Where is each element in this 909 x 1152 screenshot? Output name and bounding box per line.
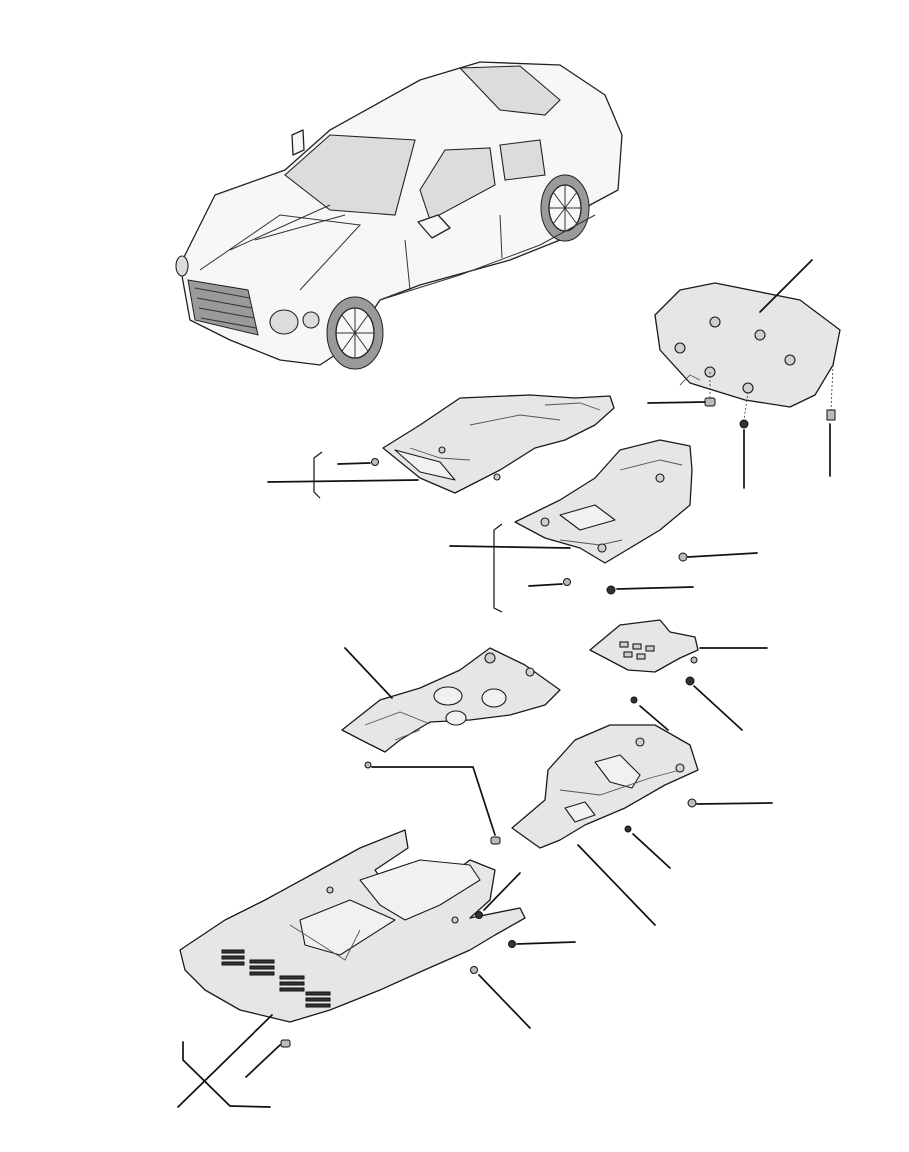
small-heat-shield: [589, 619, 699, 673]
small-shield-leaders: [639, 647, 768, 731]
front-floor-leaders: [177, 872, 576, 1108]
right-floor-fastener-2: [624, 825, 632, 833]
floor-vents: [221, 949, 331, 1008]
right-tunnel-fastener-2: [563, 578, 571, 586]
rear-fastener-2: [739, 419, 749, 429]
right-floor-shield: [511, 724, 699, 849]
right-floor-fastener-1: [687, 798, 697, 808]
right-tunnel-leaders: [449, 523, 758, 613]
rear-shield-fasteners: [704, 364, 836, 429]
front-floor-fastener-3: [470, 966, 478, 974]
right-tunnel-fastener-3: [606, 585, 616, 595]
rear-shield-leaders: [647, 259, 831, 489]
small-fastener-1: [690, 656, 698, 664]
left-floor-shield: [341, 647, 561, 753]
front-floor-shield: [179, 829, 526, 1023]
right-tunnel-fasteners: [563, 552, 688, 595]
left-floor-leaders: [344, 647, 496, 836]
left-floor-fastener-1: [364, 761, 372, 769]
left-tunnel-fasteners: [371, 458, 379, 466]
tunnel-fastener-1: [371, 458, 379, 466]
front-floor-fastener-4: [280, 1039, 291, 1048]
rear-fastener-3: [826, 409, 836, 421]
left-tunnel-shield: [382, 394, 615, 494]
right-tunnel-shield: [514, 439, 693, 564]
front-floor-fastener-1: [475, 911, 483, 919]
left-floor-fastener-2: [490, 836, 501, 845]
right-tunnel-fastener-1: [678, 552, 688, 562]
car-illustration: [175, 61, 623, 370]
front-floor-fasteners: [280, 911, 516, 1048]
right-floor-leaders: [577, 802, 773, 926]
small-fastener-3: [630, 696, 638, 704]
left-floor-fasteners: [364, 761, 501, 845]
left-tunnel-leaders: [267, 451, 419, 499]
right-floor-fasteners: [624, 798, 697, 833]
rear-underbody-shield: [654, 282, 841, 408]
small-shield-fasteners: [630, 656, 698, 704]
rear-fastener-1: [704, 397, 716, 407]
small-fastener-2: [685, 676, 695, 686]
front-floor-fastener-2: [508, 940, 516, 948]
